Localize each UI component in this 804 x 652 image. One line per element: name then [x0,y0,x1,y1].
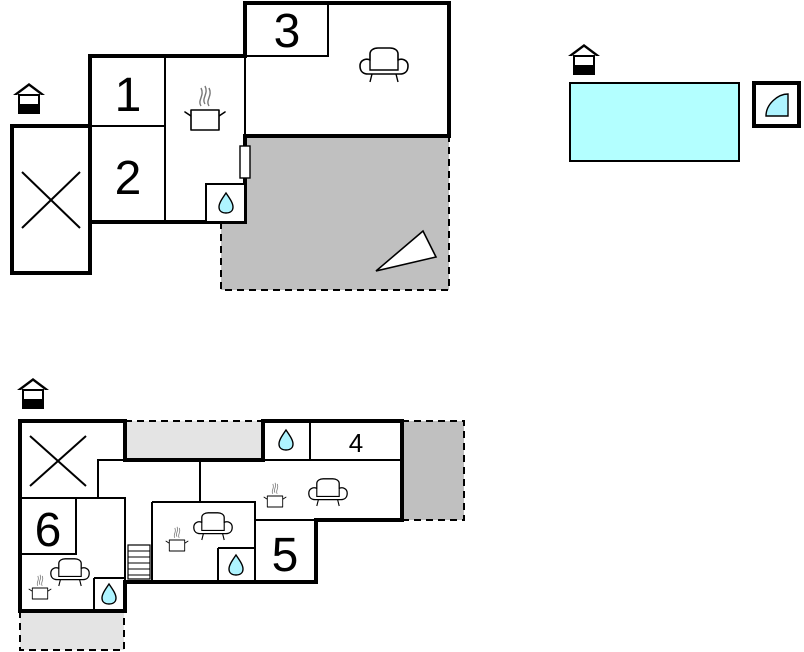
sofa-icon [308,478,348,507]
sofa-icon [193,512,233,541]
house-icon [16,377,50,409]
house-icon [567,43,601,75]
sail-icon [375,229,438,272]
pool-area [567,43,801,162]
terrace-top [125,421,263,460]
room-number-6: 6 [35,504,62,557]
house-icon [12,82,46,114]
kitchen-pot-icon [165,526,189,552]
terrace [221,136,449,290]
sofa-icon [50,558,90,587]
terrace-right [402,421,464,520]
room-number-3: 3 [274,5,301,58]
sauna-icon [765,93,789,117]
pool [569,82,740,162]
kitchen-pot-icon [184,85,226,131]
kitchen-pot-icon [263,482,287,508]
sofa-icon [359,47,409,83]
room-number-4: 4 [349,428,363,458]
terrace-bottom [20,611,124,650]
upper-floor-plan: 1 2 3 [10,1,451,291]
room-number-5: 5 [272,529,299,582]
room-number-1: 1 [115,69,142,122]
water-drop-icon [228,554,244,576]
room-number-2: 2 [115,152,142,205]
water-drop-icon [101,583,117,605]
stairs-icon [127,544,151,580]
lower-floor-plan: 4 5 6 [16,377,465,651]
kitchen-pot-icon [28,574,52,600]
water-drop-icon [278,429,294,451]
